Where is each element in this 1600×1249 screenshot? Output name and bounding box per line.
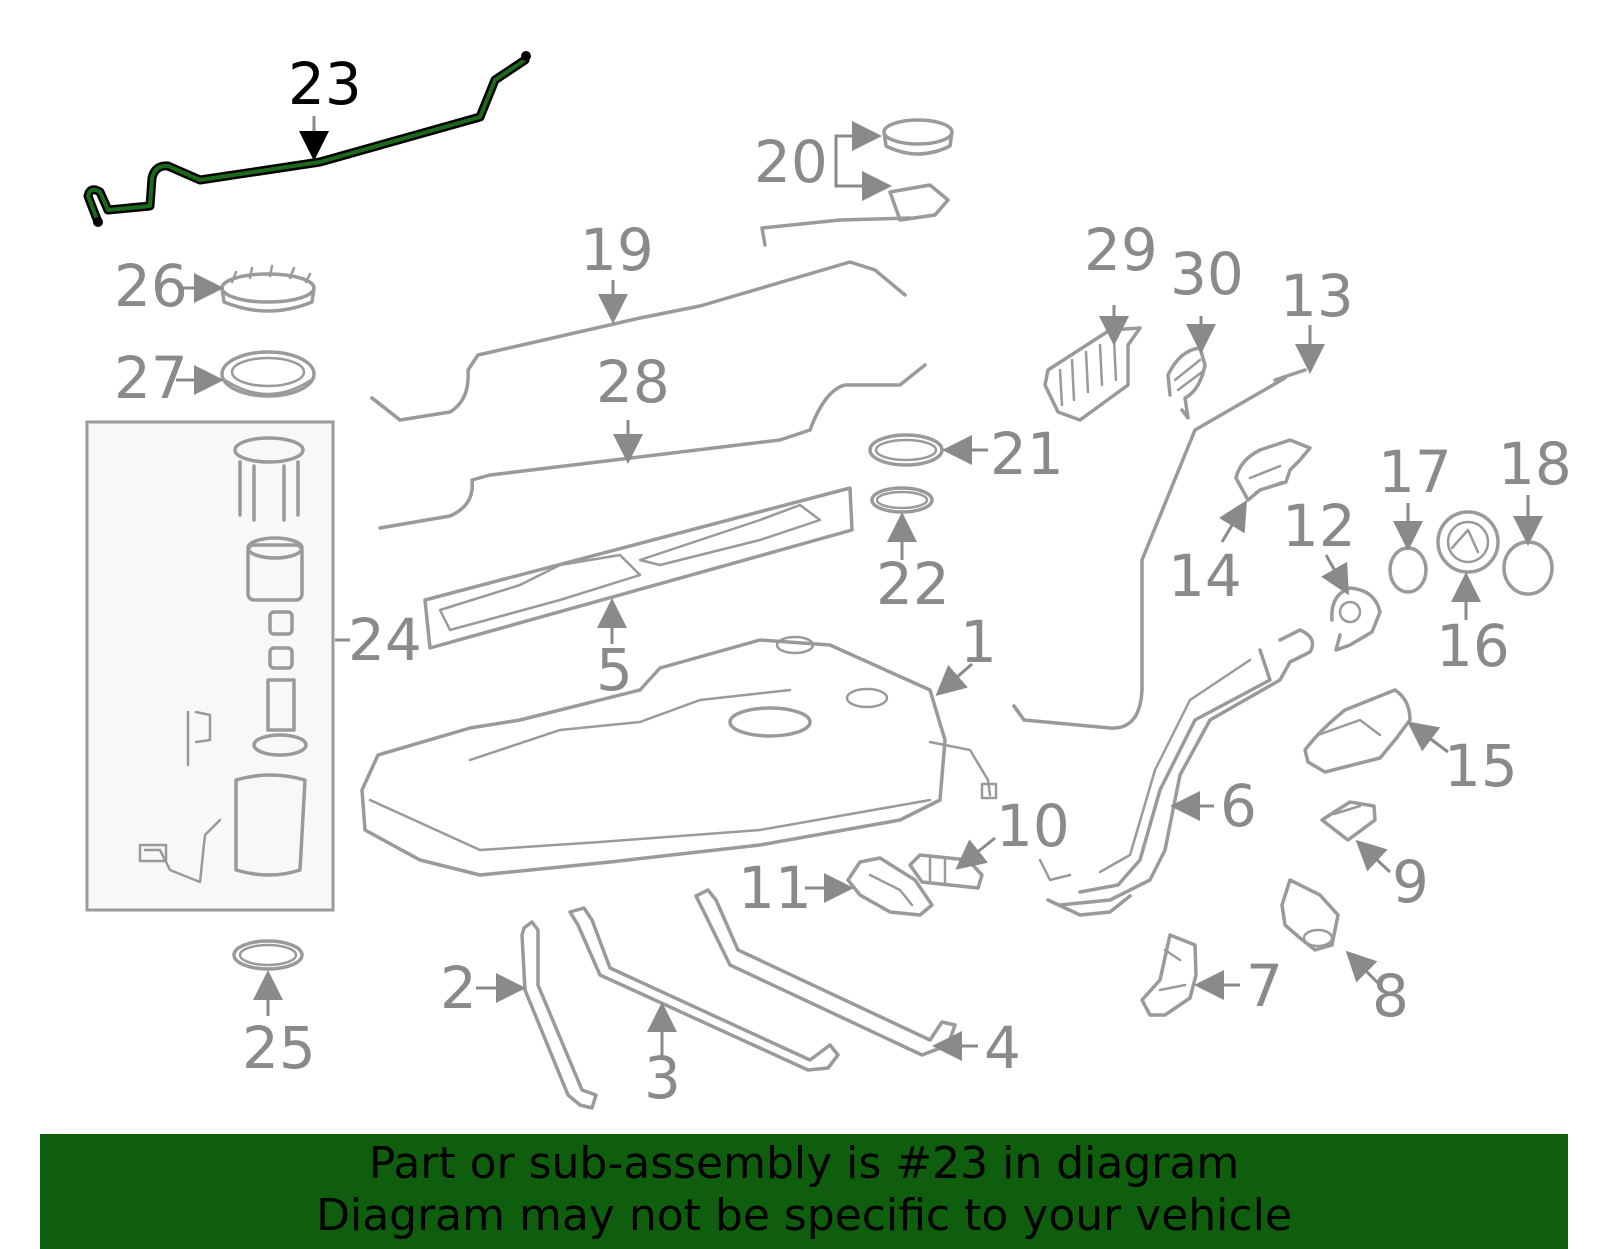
part-6-filler-pipe[interactable]	[1038, 628, 1315, 917]
part-20-fuel-sender[interactable]	[760, 118, 954, 247]
label-5: 5	[596, 636, 633, 704]
part-2-strap[interactable]	[520, 920, 598, 1110]
label-6: 6	[1220, 772, 1257, 840]
part-27-gasket[interactable]	[220, 350, 316, 398]
label-29: 29	[1084, 216, 1158, 284]
leader-20b	[834, 158, 892, 201]
part-9-bracket[interactable]	[1320, 800, 1377, 842]
label-20: 20	[754, 128, 828, 196]
label-25: 25	[242, 1014, 316, 1082]
part-19-fuel-line[interactable]	[370, 260, 907, 422]
part-25-gasket[interactable]	[232, 939, 304, 971]
label-24: 24	[348, 606, 422, 674]
part-14-protector[interactable]	[1234, 438, 1312, 502]
part-12-fuel-cap[interactable]	[1330, 586, 1382, 652]
part-28-fuel-line[interactable]	[378, 363, 927, 530]
leader-15	[1407, 721, 1449, 754]
part-22-gasket[interactable]	[870, 486, 934, 514]
label-26: 26	[114, 252, 188, 320]
part-3-strap[interactable]	[568, 906, 840, 1072]
label-9: 9	[1392, 848, 1429, 916]
leader-9	[1355, 839, 1392, 874]
part-1-fuel-tank[interactable]	[360, 635, 998, 877]
label-28: 28	[596, 348, 670, 416]
label-17: 17	[1378, 438, 1452, 506]
label-8: 8	[1372, 962, 1409, 1030]
label-21: 21	[990, 420, 1064, 488]
leader-14	[1218, 499, 1248, 543]
label-1: 1	[960, 608, 997, 676]
part-7-bracket[interactable]	[1140, 933, 1198, 1017]
part-16-fuel-inlet[interactable]	[1436, 510, 1500, 574]
label-13: 13	[1280, 262, 1354, 330]
label-7: 7	[1246, 952, 1283, 1020]
leader-10	[955, 836, 996, 870]
part-21-gasket[interactable]	[868, 433, 944, 467]
part-11-bracket[interactable]	[846, 856, 934, 917]
banner-line-disclaimer: Diagram may not be specific to your vehi…	[316, 1190, 1292, 1241]
label-3: 3	[644, 1044, 681, 1112]
label-12: 12	[1282, 492, 1356, 560]
label-2: 2	[440, 954, 477, 1022]
label-30: 30	[1170, 240, 1244, 308]
leader-12	[1321, 554, 1349, 596]
part-30-clamp[interactable]	[1166, 346, 1207, 420]
part-15-housing[interactable]	[1303, 688, 1412, 774]
label-18: 18	[1498, 430, 1572, 498]
part-24-fuel-pump-assembly[interactable]	[85, 420, 335, 912]
part-10-valve[interactable]	[908, 853, 984, 890]
info-banner: Part or sub-assembly is #23 in diagram D…	[40, 1134, 1568, 1249]
label-22: 22	[876, 550, 950, 618]
banner-line-part: Part or sub-assembly is #23 in diagram	[368, 1138, 1240, 1189]
label-15: 15	[1444, 732, 1518, 800]
label-27: 27	[114, 344, 188, 412]
leader-20a	[834, 121, 882, 158]
label-10: 10	[996, 792, 1070, 860]
part-4-strap[interactable]	[694, 888, 957, 1057]
leader-1	[935, 662, 973, 696]
label-14: 14	[1168, 542, 1242, 610]
label-4: 4	[984, 1014, 1021, 1082]
part-8-protector[interactable]	[1280, 878, 1340, 952]
part-17-gasket[interactable]	[1388, 546, 1428, 594]
part-26-lock-ring[interactable]	[220, 264, 316, 313]
part-29-heat-insulator[interactable]	[1043, 326, 1142, 422]
label-11: 11	[738, 854, 812, 922]
label-23: 23	[288, 50, 362, 118]
part-18-gasket[interactable]	[1502, 540, 1554, 596]
label-16: 16	[1436, 612, 1510, 680]
part-23-fuel-line[interactable]	[83, 51, 531, 227]
leader-8	[1345, 950, 1382, 987]
label-19: 19	[580, 216, 654, 284]
part-5-protector[interactable]	[423, 486, 854, 650]
